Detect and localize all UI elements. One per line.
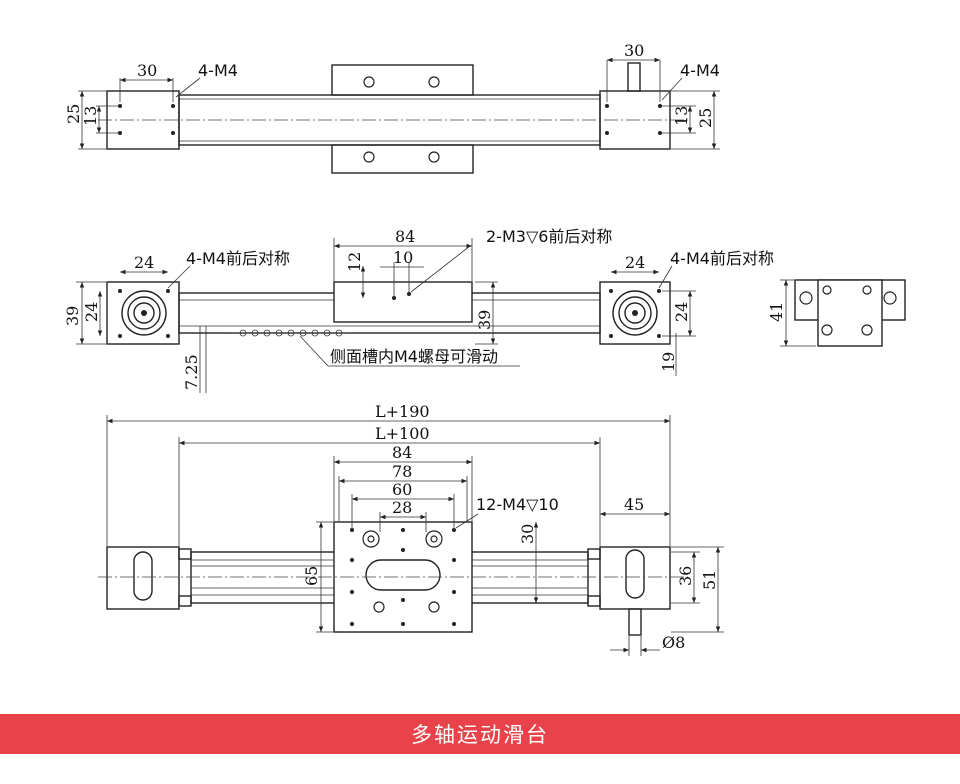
bottom-60: 60 — [392, 480, 412, 499]
top-view: 30 4-M4 25 13 30 4-M4 13 25 — [64, 41, 720, 174]
top-right-25: 25 — [696, 108, 715, 128]
front-left-39: 39 — [63, 306, 82, 326]
footer-title: 多轴运动滑台 — [411, 723, 549, 747]
end-view: 41 — [767, 279, 906, 347]
top-right-13: 13 — [672, 106, 691, 126]
bottom-view: L+190 L+100 84 78 60 28 12-M4▽10 30 45 6… — [98, 402, 724, 656]
top-right-4m4-label: 4-M4 — [680, 61, 720, 80]
left-slot — [133, 551, 153, 601]
left-bearing — [121, 290, 167, 336]
footer-banner: 多轴运动滑台 — [0, 714, 960, 754]
left-motor-block — [106, 546, 180, 610]
shaft-bottom — [628, 608, 642, 636]
bottom-78: 78 — [392, 462, 412, 481]
front-left-4m4-label: 4-M4前后对称 — [186, 249, 290, 268]
right-bearing — [612, 290, 658, 336]
carriage-front — [333, 281, 473, 323]
front-slot-note: 侧面槽内M4螺母可滑动 — [330, 347, 498, 366]
right-slot — [625, 549, 645, 599]
carriage-top-flange — [331, 64, 474, 96]
front-left-24-side: 24 — [82, 302, 101, 322]
top-left-13: 13 — [81, 106, 100, 126]
carriage-holes — [350, 528, 456, 626]
carriage-center-slot — [365, 559, 441, 591]
bottom-l190: L+190 — [375, 402, 430, 421]
bottom-45: 45 — [624, 495, 644, 514]
top-left-30: 30 — [137, 61, 157, 80]
bottom-36: 36 — [676, 566, 695, 586]
left-bolt-holes — [118, 104, 175, 135]
front-view: 24 4-M4前后对称 39 24 84 12 10 2-M3▽6前后对称 39… — [63, 227, 774, 393]
front-right-24-top: 24 — [625, 253, 645, 272]
front-39-mid: 39 — [475, 310, 494, 330]
bottom-12m4-label: 12-M4▽10 — [476, 495, 559, 514]
top-left-4m4-label: 4-M4 — [198, 61, 238, 80]
front-84: 84 — [395, 227, 415, 246]
front-10: 10 — [393, 248, 413, 267]
top-left-25: 25 — [64, 104, 83, 124]
bottom-l100: L+100 — [375, 424, 430, 443]
front-right-24-side: 24 — [672, 302, 691, 322]
front-right-4m4-label: 4-M4前后对称 — [670, 249, 774, 268]
front-12: 12 — [345, 252, 364, 272]
carriage-bottom-flange — [331, 144, 474, 174]
slot-nut-row — [230, 329, 352, 337]
bottom-phi8: Ø8 — [662, 633, 685, 652]
end-41: 41 — [767, 302, 786, 322]
bottom-65: 65 — [302, 566, 321, 586]
motor-shaft — [627, 62, 641, 92]
top-right-30: 30 — [624, 41, 644, 60]
front-7-25: 7.25 — [182, 354, 201, 390]
technical-drawing: 30 4-M4 25 13 30 4-M4 13 25 — [63, 41, 906, 656]
bottom-30: 30 — [518, 524, 537, 544]
front-2m3-label: 2-M3▽6前后对称 — [486, 227, 612, 246]
right-bolt-holes — [605, 104, 662, 135]
bottom-84: 84 — [392, 443, 412, 462]
front-19: 19 — [659, 352, 678, 372]
bottom-51: 51 — [700, 570, 719, 590]
bottom-28: 28 — [392, 498, 412, 517]
front-left-24-top: 24 — [134, 253, 154, 272]
